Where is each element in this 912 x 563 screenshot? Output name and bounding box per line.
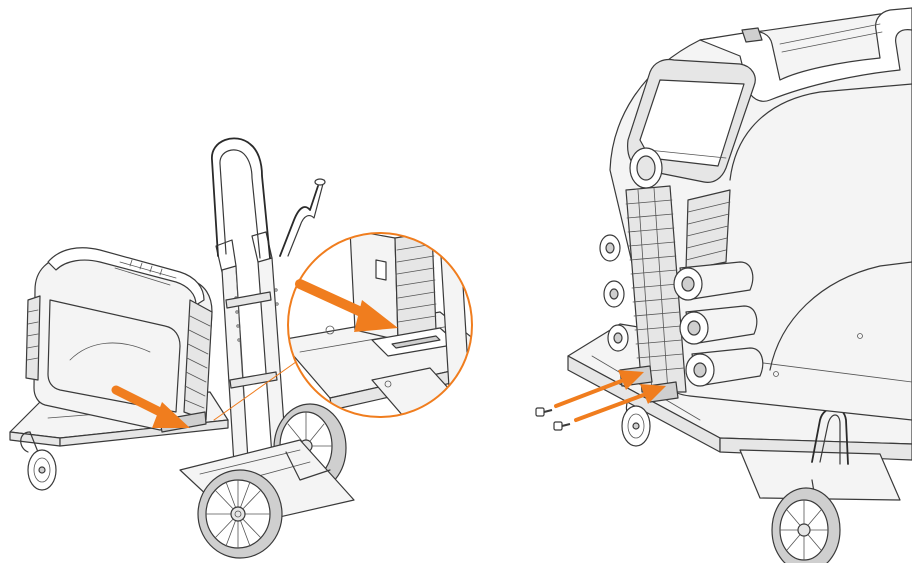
insert-arrow-main xyxy=(111,385,190,428)
screw-arrow-upper xyxy=(554,370,644,408)
rear-wheel-left xyxy=(197,469,283,559)
mounting-screw-upper xyxy=(535,407,553,417)
welder-unit-left xyxy=(25,247,213,433)
rear-wheel-right-panel xyxy=(771,479,841,563)
left-panel xyxy=(9,137,473,559)
trolley-upright-frame xyxy=(211,137,326,465)
detail-callout-leader xyxy=(213,351,311,421)
mounting-screw-lower xyxy=(553,421,571,431)
right-panel xyxy=(535,7,912,563)
front-caster-right xyxy=(621,399,651,447)
front-caster-wheel xyxy=(20,431,57,491)
welder-unit-right xyxy=(599,7,912,421)
screw-arrow-lower xyxy=(574,384,666,422)
output-sockets xyxy=(673,261,764,387)
insert-arrow-callout xyxy=(295,279,398,332)
